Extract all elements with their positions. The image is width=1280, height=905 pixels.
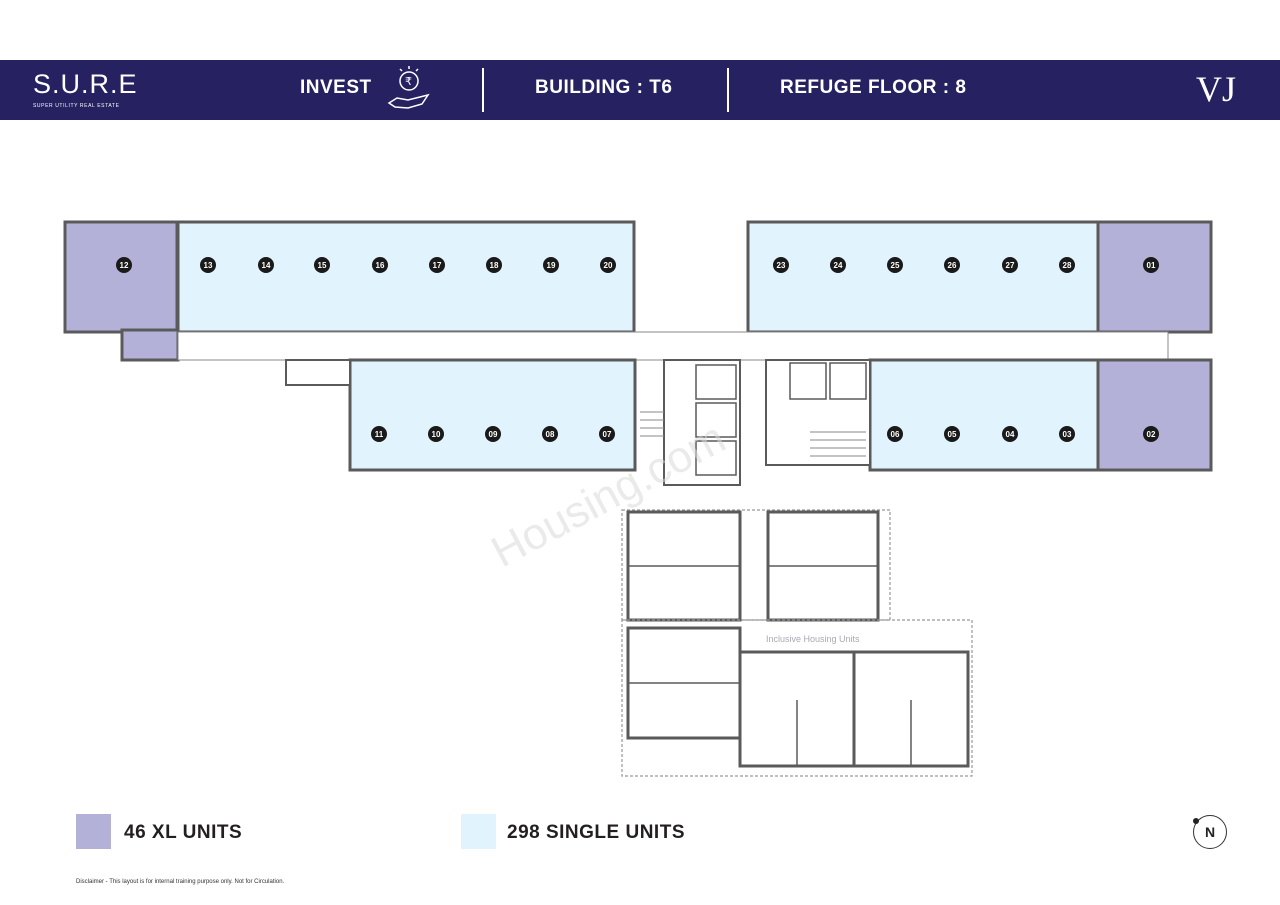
- unit-marker: [371, 426, 387, 442]
- unit-marker: [372, 257, 388, 273]
- bottom-left-single-units: [348, 358, 637, 472]
- unit-marker: [200, 257, 216, 273]
- unit-number-label: 20: [604, 261, 613, 270]
- unit-number-label: 07: [603, 430, 612, 439]
- top-right-single-units: [746, 220, 1100, 334]
- unit-number-label: 13: [204, 261, 213, 270]
- disclaimer: Disclaimer - This layout is for internal…: [76, 879, 285, 885]
- unit-marker: [314, 257, 330, 273]
- unit-marker: [944, 426, 960, 442]
- legend-single-label: 298 SINGLE UNITS: [507, 822, 685, 843]
- unit-number-label: 14: [262, 261, 271, 270]
- unit-marker: [429, 257, 445, 273]
- unit-number-label: 12: [120, 261, 129, 270]
- unit-number-label: 15: [318, 261, 327, 270]
- legend-single-swatch: [461, 814, 496, 849]
- header-bar: [0, 60, 1280, 120]
- unit-12-extension: [120, 328, 180, 362]
- unit-marker: [543, 257, 559, 273]
- unit-marker: [116, 257, 132, 273]
- unit-markers: 12 13 14 15 16 17 18 19 20 23 24 25 26 27 28 01 11 10 09 08…: [116, 257, 1159, 442]
- unit-number-label: 23: [777, 261, 786, 270]
- unit-number-label: 25: [891, 261, 900, 270]
- inclusive-outline: [621, 509, 891, 621]
- bottom-right-single-units: [868, 358, 1100, 472]
- unit-marker: [542, 426, 558, 442]
- lift-core-left: [663, 359, 741, 486]
- unit-marker: [1143, 257, 1159, 273]
- invest-label: INVEST: [300, 77, 372, 98]
- unit-number-label: 02: [1147, 430, 1156, 439]
- unit-number-label: 18: [490, 261, 499, 270]
- corridor: [177, 331, 1169, 361]
- unit-marker: [1143, 426, 1159, 442]
- unit-number-label: 17: [433, 261, 442, 270]
- unit-number-label: 27: [1006, 261, 1015, 270]
- unit-number-label: 06: [891, 430, 900, 439]
- unit-number-label: 03: [1063, 430, 1072, 439]
- header-divider: [727, 68, 729, 112]
- north-dot: [1193, 818, 1199, 824]
- vj-logo: VJ: [1196, 69, 1237, 109]
- lift-core-right: [765, 359, 871, 466]
- unit-number-label: 01: [1147, 261, 1156, 270]
- unit-marker: [1002, 257, 1018, 273]
- unit-marker: [486, 257, 502, 273]
- shaft: [285, 359, 351, 386]
- unit-marker: [600, 257, 616, 273]
- staircase: [640, 411, 866, 457]
- north-arrow-icon: N: [1193, 815, 1227, 849]
- unit-02-area: [1096, 358, 1213, 472]
- unit-number-label: 05: [948, 430, 957, 439]
- unit-number-label: 09: [489, 430, 498, 439]
- unit-01-area: [1096, 220, 1213, 334]
- unit-marker: [830, 257, 846, 273]
- unit-number-label: 04: [1006, 430, 1015, 439]
- unit-number-label: 16: [376, 261, 385, 270]
- unit-number-label: 24: [834, 261, 843, 270]
- unit-marker: [599, 426, 615, 442]
- unit-marker: [773, 257, 789, 273]
- unit-number-label: 28: [1063, 261, 1072, 270]
- unit-marker: [428, 426, 444, 442]
- refuge-floor-label: REFUGE FLOOR : 8: [780, 77, 967, 98]
- unit-marker: [258, 257, 274, 273]
- unit-marker: [1059, 426, 1075, 442]
- unit-marker: [887, 257, 903, 273]
- unit-12-area: [63, 220, 179, 334]
- unit-marker: [1059, 257, 1075, 273]
- unit-number-label: 26: [948, 261, 957, 270]
- top-left-single-units: [176, 220, 636, 334]
- sure-logo: S.U.R.E SUPER UTILITY REAL ESTATE: [33, 69, 138, 109]
- header-divider: [482, 68, 484, 112]
- unit-marker: [944, 257, 960, 273]
- unit-marker: [1002, 426, 1018, 442]
- unit-number-label: 11: [375, 430, 384, 439]
- unit-marker: [887, 426, 903, 442]
- unit-number-label: 10: [432, 430, 441, 439]
- unit-number-label: 19: [547, 261, 556, 270]
- unit-marker: [485, 426, 501, 442]
- building-label: BUILDING : T6: [535, 77, 673, 98]
- legend-xl-label: 46 XL UNITS: [124, 822, 243, 843]
- legend-xl-swatch: [76, 814, 111, 849]
- unit-number-label: 08: [546, 430, 555, 439]
- inclusive-housing-label: Inclusive Housing Units: [766, 634, 860, 644]
